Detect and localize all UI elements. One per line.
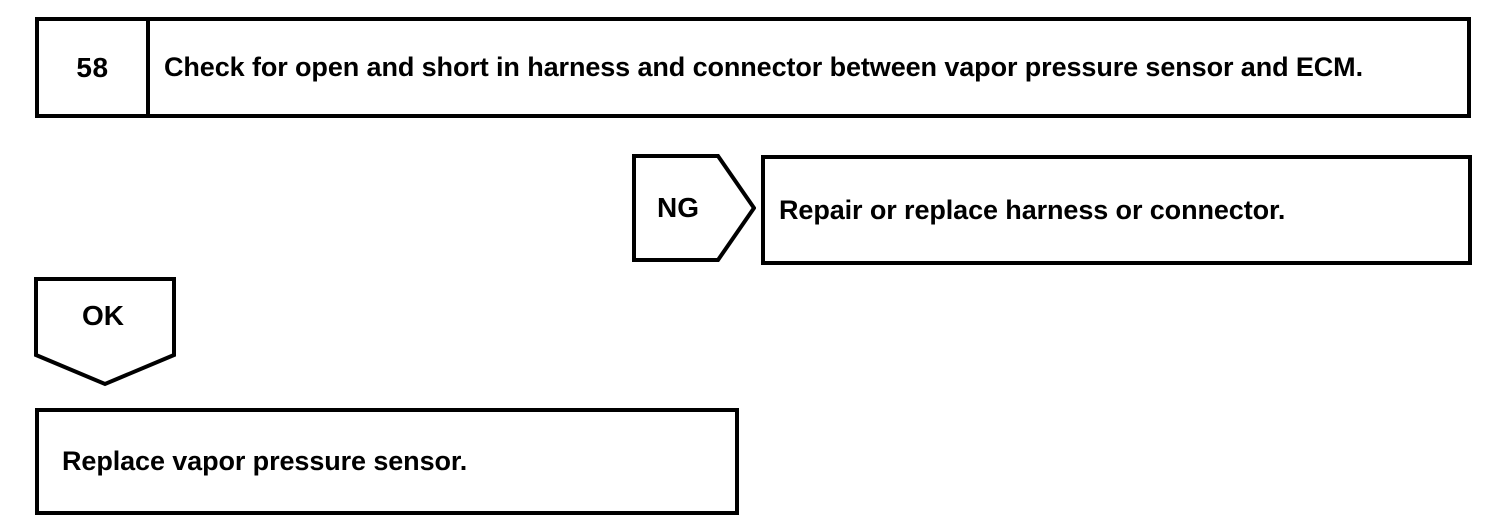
step-row: 58 Check for open and short in harness a… bbox=[35, 17, 1471, 118]
ok-result-text: Replace vapor pressure sensor. bbox=[62, 446, 468, 476]
step-instruction-cell: Check for open and short in harness and … bbox=[150, 21, 1467, 114]
ng-result-box: Repair or replace harness or connector. bbox=[761, 155, 1472, 265]
ok-branch-pentagon bbox=[34, 277, 176, 387]
ng-result-text: Repair or replace harness or connector. bbox=[779, 194, 1286, 225]
step-instruction-text: Check for open and short in harness and … bbox=[164, 51, 1363, 82]
step-number-cell: 58 bbox=[39, 21, 150, 114]
step-number: 58 bbox=[76, 51, 109, 83]
ng-branch-pentagon bbox=[632, 154, 756, 262]
ok-result-box: Replace vapor pressure sensor. bbox=[35, 408, 739, 515]
